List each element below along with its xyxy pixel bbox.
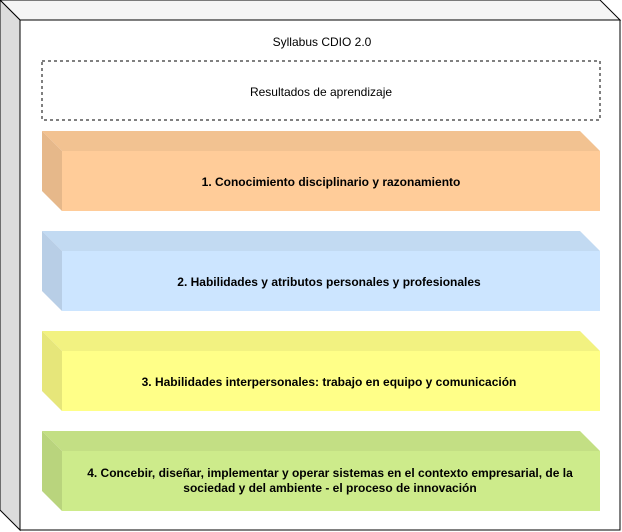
block-4-top-face: [42, 431, 600, 451]
block-3: 3. Habilidades interpersonales: trabajo …: [42, 331, 600, 411]
learning-outcomes-border: [41, 60, 601, 121]
outer-frame-top-face: [0, 0, 622, 21]
block-4: 4. Concebir, diseñar, implementar y oper…: [42, 431, 600, 511]
block-1-top-face: [42, 131, 600, 151]
block-3-top-face: [42, 331, 600, 351]
block-1-front-face: [62, 151, 600, 211]
block-2-side-face: [42, 231, 62, 311]
block-1: 1. Conocimiento disciplinario y razonami…: [42, 131, 600, 211]
diagram-title: Syllabus CDIO 2.0: [273, 35, 372, 49]
block-4-front-face: [62, 451, 600, 511]
outer-frame-left-face: [0, 0, 21, 532]
block-3-side-face: [42, 331, 62, 411]
block-4-label-line-1: 4. Concebir, diseñar, implementar y oper…: [87, 466, 573, 480]
learning-outcomes-label: Resultados de aprendizaje: [250, 85, 392, 99]
block-4-label-line-2: sociedad y del ambiente - el proceso de …: [183, 481, 476, 495]
block-2-top-face: [42, 231, 600, 251]
learning-outcomes-box: Resultados de aprendizaje: [41, 60, 601, 121]
block-2: 2. Habilidades y atributos personales y …: [42, 231, 600, 311]
block-3-label: 3. Habilidades interpersonales: trabajo …: [142, 375, 517, 389]
block-2-front-face: [62, 251, 600, 311]
block-2-label: 2. Habilidades y atributos personales y …: [177, 275, 481, 289]
block-1-side-face: [42, 131, 62, 211]
block-3-front-face: [62, 351, 600, 411]
block-1-label: 1. Conocimiento disciplinario y razonami…: [202, 175, 461, 189]
block-4-side-face: [42, 431, 62, 511]
